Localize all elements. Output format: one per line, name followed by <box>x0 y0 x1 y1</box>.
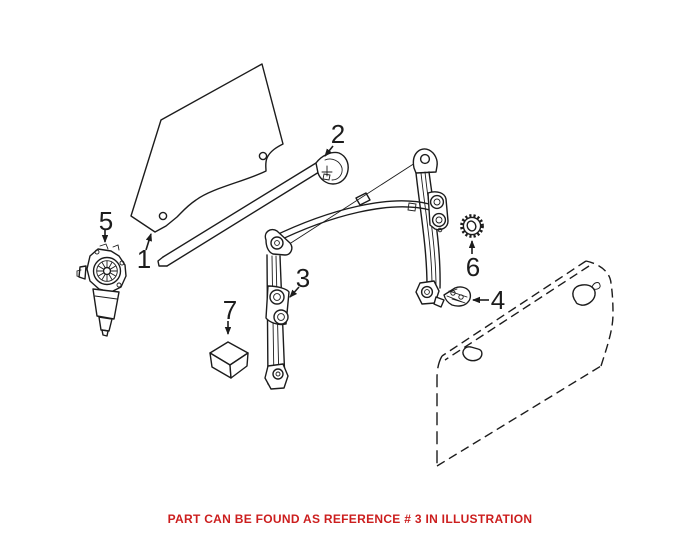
glass-mount-hole-left <box>158 211 168 221</box>
right-tower-bolt-upper-hub <box>433 198 441 206</box>
right-tower-head-hole <box>419 153 431 165</box>
right-tower-bolt-small <box>437 227 443 233</box>
bracket-hole-1 <box>450 290 456 296</box>
motor-top-tabs <box>99 243 120 251</box>
left-tower-roller-upper <box>269 289 285 305</box>
callout-label-6: 6 <box>466 252 480 282</box>
door-latch-opening <box>462 346 483 362</box>
window-glass <box>130 63 284 233</box>
left-tower-roller-lower-hub <box>277 313 285 321</box>
rail-top-edge <box>162 162 317 258</box>
left-tower-pulley <box>270 236 284 250</box>
hardware-box <box>209 341 249 379</box>
door-handle <box>572 284 596 306</box>
door-top-edge <box>441 260 587 357</box>
regulator-cable <box>279 162 416 251</box>
callout-arrow-2 <box>324 145 334 157</box>
door-top-edge-inner <box>444 265 590 361</box>
motor-fan-spokes <box>96 260 118 282</box>
callout-arrows <box>101 145 489 335</box>
right-tower-foot-tab <box>433 296 445 308</box>
motor-gearbox-band <box>94 295 118 300</box>
right-tower-edge-a <box>415 172 428 287</box>
bracket-hole-2 <box>458 294 464 300</box>
right-tower-bolt-lower-hub <box>435 216 443 224</box>
window-regulator <box>264 148 449 390</box>
callout-label-7: 7 <box>223 295 237 325</box>
gear-center-hole <box>466 220 477 232</box>
left-tower-roller-lower <box>273 309 289 325</box>
arm-clamp <box>355 192 371 206</box>
right-tower-inner-lines <box>420 171 437 288</box>
motor-hub <box>102 266 112 276</box>
gear-teeth <box>460 214 484 238</box>
reference-caption: PART CAN BE FOUND AS REFERENCE # 3 IN IL… <box>167 512 533 526</box>
motor-bolt-2 <box>116 282 122 288</box>
callout-label-5: 5 <box>99 206 113 236</box>
right-tower-foot-hub <box>424 289 430 295</box>
left-tower-foot-roller <box>272 368 284 380</box>
motor-bolt-3 <box>119 260 125 266</box>
window-guide-rail <box>157 151 349 267</box>
window-motor <box>76 243 127 337</box>
left-tower-foot-hub <box>275 371 281 377</box>
gear-face <box>462 216 482 236</box>
right-tower-bolt-upper <box>429 194 445 210</box>
box-right-face <box>229 352 249 379</box>
callout-label-4: 4 <box>491 285 505 315</box>
glass-mount-hole-right <box>258 151 268 161</box>
drive-gear <box>460 214 484 238</box>
motor-bolt-1 <box>94 249 100 255</box>
regulator-arm-top <box>271 200 430 238</box>
door-bottom-edge <box>436 365 602 467</box>
callout-label-2: 2 <box>331 119 345 149</box>
bracket-hatch <box>446 288 468 304</box>
left-tower-pulley-axle <box>274 240 280 246</box>
motor-shaft-tip <box>101 329 109 337</box>
right-tower-tab <box>407 202 417 212</box>
door-panel-outline <box>436 260 614 467</box>
right-tower-bolt-lower <box>431 212 447 228</box>
door-left-edge <box>436 355 443 466</box>
motor-shaft <box>98 316 113 332</box>
rail-hook-end <box>315 151 349 185</box>
motor-side-bracket-detail <box>76 269 82 278</box>
rail-end-cap <box>157 256 168 267</box>
rail-hook-pin-foot <box>322 173 331 181</box>
callout-arrow-3 <box>289 286 300 298</box>
window-glass-outline <box>130 63 284 233</box>
rail-hook-inner <box>324 158 343 181</box>
door-handle-curl <box>591 282 601 290</box>
callout-label-3: 3 <box>296 263 310 293</box>
callout-arrow-1 <box>145 233 152 251</box>
right-tower-foot-roller <box>420 285 434 299</box>
door-right-edge <box>585 260 614 367</box>
callout-label-1: 1 <box>137 244 151 274</box>
rail-bottom-edge <box>166 171 320 267</box>
mounting-bracket <box>443 286 472 307</box>
left-tower-roller-upper-hub <box>273 293 281 301</box>
motor-gearbox <box>92 288 120 320</box>
